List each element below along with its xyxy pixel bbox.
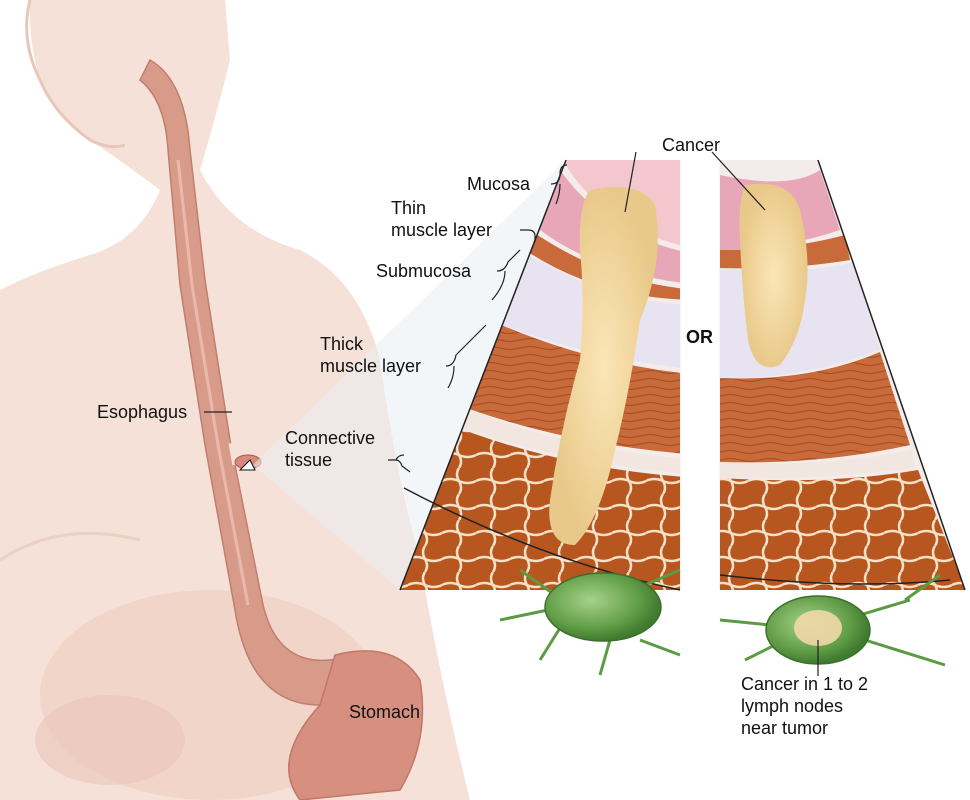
lymph-node-cancer-label: Cancer in 1 to 2 lymph nodes near tumor — [741, 674, 869, 738]
tumor-left — [549, 187, 658, 545]
tissue-panel-left — [400, 160, 680, 590]
liver-shadow — [35, 695, 185, 785]
stomach-label: Stomach — [349, 702, 421, 722]
thin-muscle-layer-label: Thin muscle layer — [391, 198, 493, 240]
leader-lines — [204, 151, 819, 676]
cancer-label: Cancer — [662, 135, 721, 155]
tumor-right — [739, 183, 808, 368]
connective-tissue-layer — [720, 470, 965, 590]
lymph-node-right — [719, 573, 946, 667]
cancer-in-lymph-node — [794, 610, 842, 646]
thick-muscle-layer — [720, 352, 910, 463]
esophagus-label: Esophagus — [97, 402, 188, 422]
chest-contour — [0, 531, 141, 562]
panel-divider — [681, 150, 719, 800]
torso — [0, 0, 470, 800]
submucosa-label: Submucosa — [376, 261, 472, 281]
connective-tissue-layer — [400, 420, 680, 590]
face-outline — [25, 0, 126, 149]
wedge-marker — [238, 459, 256, 471]
tissue-panel-right — [720, 160, 965, 590]
lymph-node-left — [499, 568, 681, 676]
or-label: OR — [686, 327, 713, 347]
thick-muscle-layer-label: Thick muscle layer — [320, 334, 422, 376]
stomach — [288, 650, 424, 800]
connective-tissue-label: Connective tissue — [285, 428, 376, 470]
mucosa-label: Mucosa — [467, 174, 531, 194]
thick-muscle-layer — [445, 320, 680, 455]
